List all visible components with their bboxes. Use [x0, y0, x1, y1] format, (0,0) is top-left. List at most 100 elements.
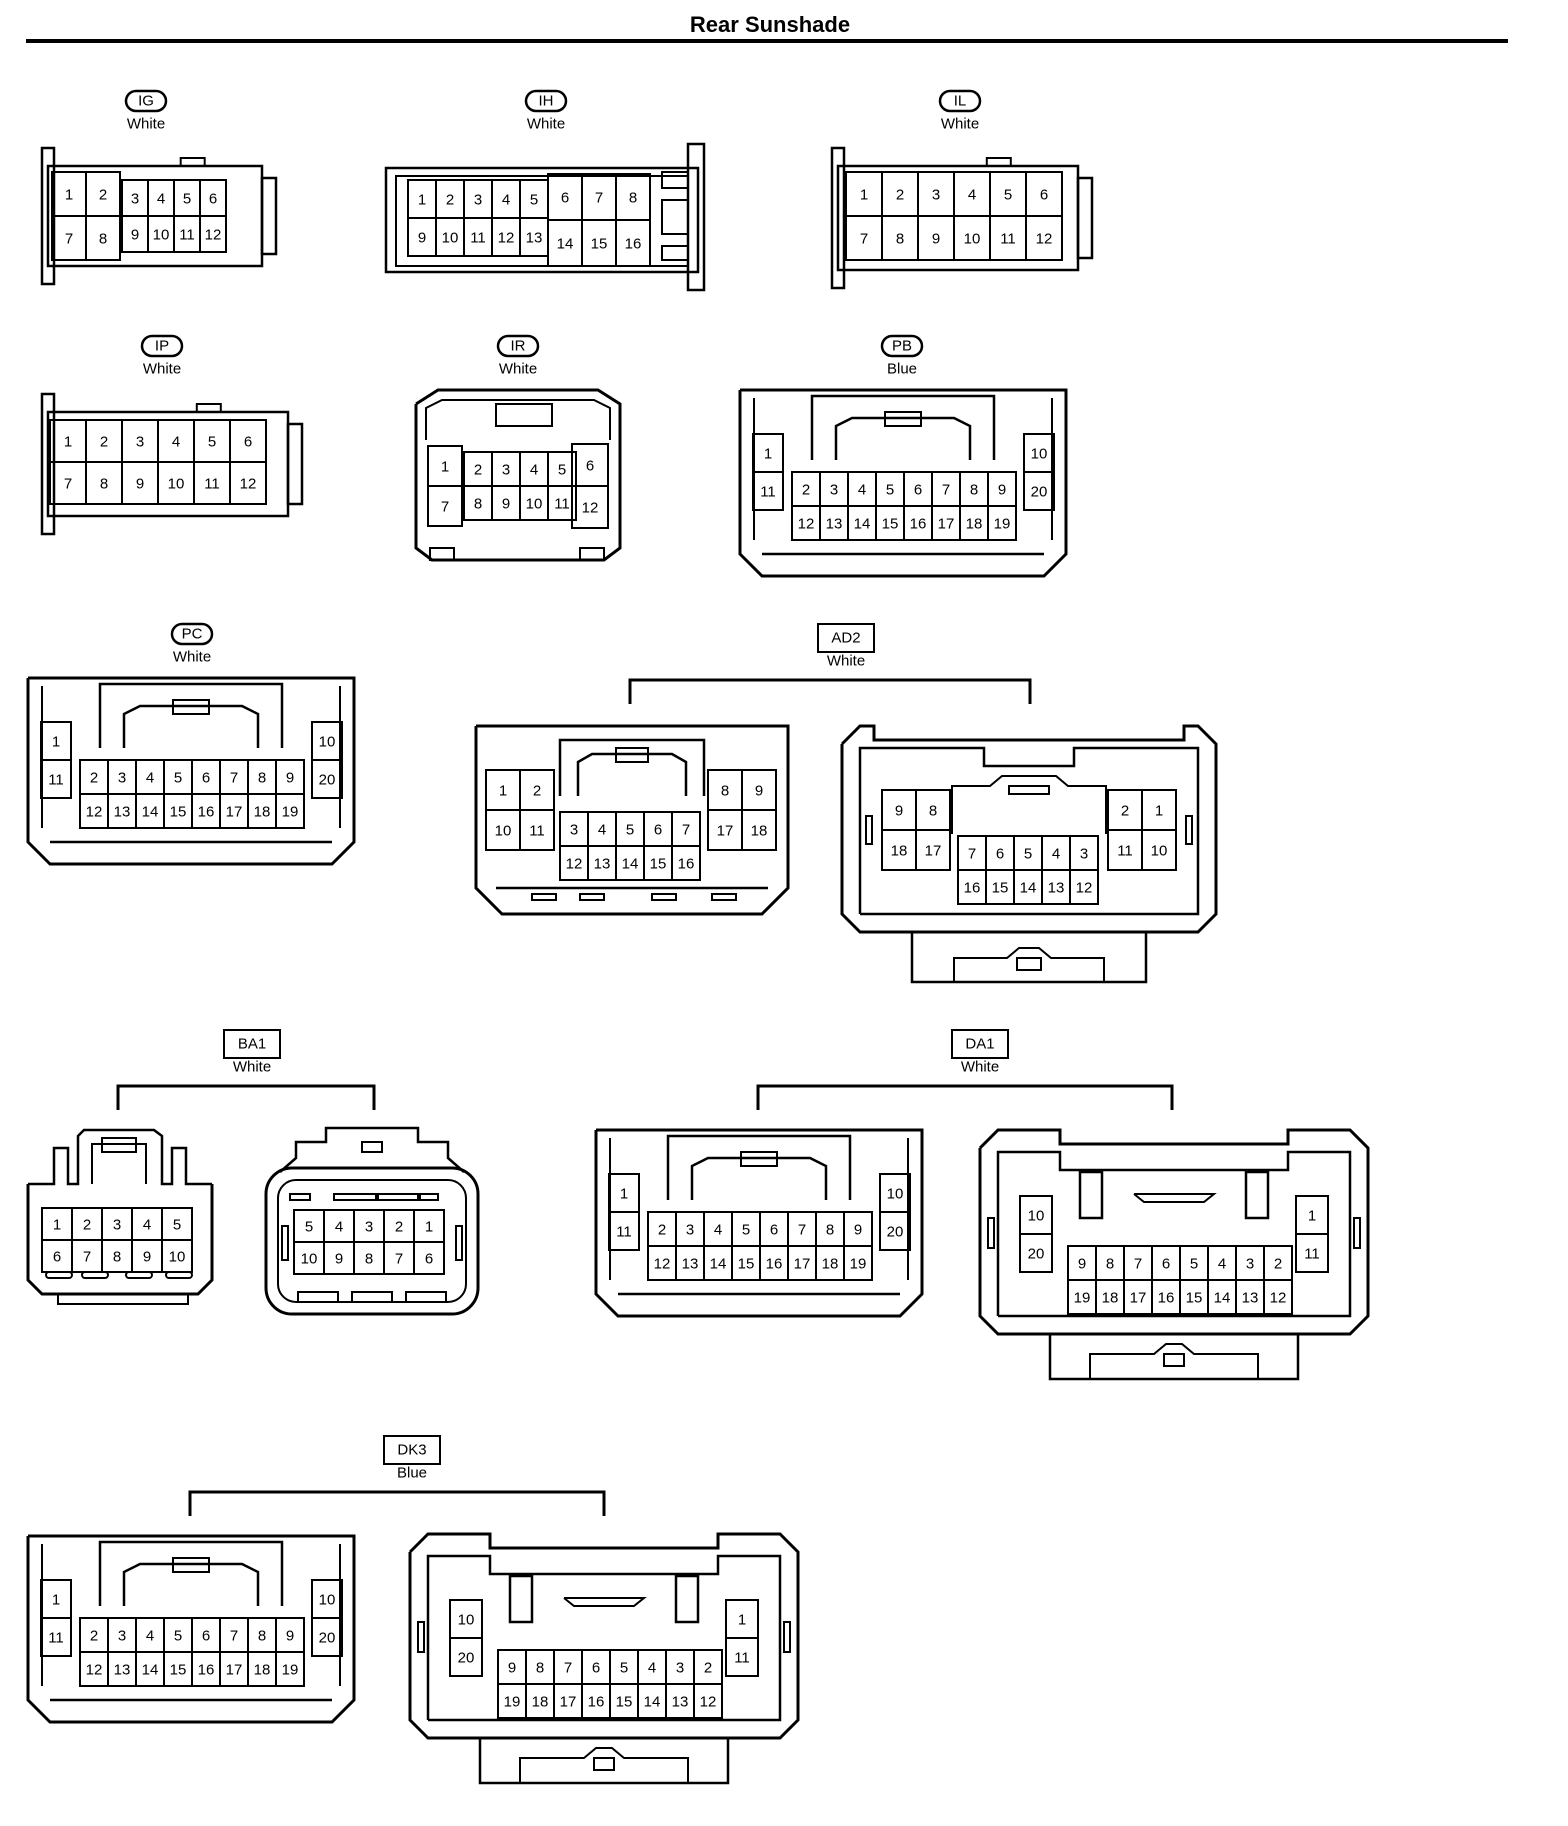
- pin-number: 2: [83, 1217, 91, 1234]
- pin-number: 20: [887, 1224, 904, 1241]
- pin-number: 4: [146, 770, 154, 787]
- pin-cell: [615, 219, 651, 267]
- housing-outline: [26, 676, 356, 866]
- housing-outline: [361, 1141, 383, 1153]
- pin-number: 19: [994, 516, 1011, 533]
- housing-outline: [1076, 176, 1094, 260]
- housing-outline: [286, 422, 304, 506]
- pin-number: 11: [734, 1650, 750, 1667]
- pin-number: 12: [582, 500, 599, 517]
- pin-number: 13: [672, 1694, 689, 1711]
- pin-number: 8: [970, 482, 978, 499]
- pin-number: 17: [226, 1662, 243, 1679]
- pin-cell: [413, 1241, 445, 1275]
- pin-number: 3: [113, 1217, 121, 1234]
- pin-number: 9: [131, 227, 139, 244]
- pin-number: 13: [594, 856, 611, 873]
- pin-number: 3: [686, 1222, 694, 1239]
- pin-number: 2: [446, 192, 454, 209]
- pin-number: 16: [625, 236, 642, 253]
- pin-number: 9: [755, 783, 763, 800]
- housing-outline: [28, 1128, 212, 1186]
- pin-number: 9: [932, 231, 940, 248]
- pin-number: 12: [240, 476, 257, 493]
- pin-number: 9: [143, 1249, 151, 1266]
- pin-number: 11: [48, 772, 64, 789]
- pin-number: 10: [153, 227, 170, 244]
- pin-cell: [1295, 1233, 1329, 1273]
- housing-outline: [593, 1757, 615, 1771]
- pin-number: 16: [1158, 1290, 1175, 1307]
- connector-code: IR: [511, 338, 526, 355]
- pin-number: 19: [504, 1694, 521, 1711]
- pin-number: 3: [502, 462, 510, 479]
- pin-number: 18: [966, 516, 983, 533]
- housing-outline: [405, 1291, 447, 1303]
- pin-number: 10: [301, 1251, 318, 1268]
- housing-outline: [686, 142, 706, 292]
- pin-number: 11: [48, 1630, 64, 1647]
- connector-code: PB: [892, 338, 912, 355]
- pin-number: 1: [860, 187, 868, 204]
- pin-number: 18: [532, 1694, 549, 1711]
- pin-number: 6: [202, 1628, 210, 1645]
- pin-cell: [879, 1211, 911, 1251]
- connector-code: BA1: [238, 1036, 266, 1053]
- housing-outline: [26, 1534, 356, 1724]
- pin-number: 7: [682, 822, 690, 839]
- pin-number: 8: [474, 496, 482, 513]
- pin-number: 17: [925, 843, 942, 860]
- pin-number: 5: [173, 1217, 181, 1234]
- pin-number: 6: [53, 1249, 61, 1266]
- housing-outline: [351, 1291, 393, 1303]
- connector-code: IG: [138, 93, 154, 110]
- pin-number: 20: [1028, 1246, 1045, 1263]
- pin-number: 2: [395, 1219, 403, 1236]
- housing-outline: [91, 1143, 147, 1184]
- pin-cell: [1263, 1279, 1293, 1315]
- housing-outline: [1163, 1353, 1185, 1367]
- pin-number: 8: [365, 1251, 373, 1268]
- pin-number: 17: [226, 804, 243, 821]
- pin-number: 4: [648, 1660, 656, 1677]
- pin-number: 20: [319, 772, 336, 789]
- housing-outline: [615, 747, 649, 763]
- pin-number: 2: [533, 783, 541, 800]
- housing-outline: [951, 775, 1107, 834]
- housing-outline: [425, 399, 611, 440]
- connector-code: IH: [539, 93, 554, 110]
- housing-outline: [579, 893, 605, 901]
- pin-number: 12: [654, 1256, 671, 1273]
- housing-outline: [563, 1597, 647, 1607]
- connector-code: DA1: [965, 1036, 994, 1053]
- pin-number: 20: [319, 1630, 336, 1647]
- pin-number: 13: [114, 1662, 131, 1679]
- pin-cell: [1019, 1233, 1053, 1273]
- housing-outline: [738, 388, 1068, 578]
- pin-cell: [199, 215, 227, 253]
- pin-number: 6: [209, 191, 217, 208]
- housing-outline: [98, 1540, 284, 1606]
- housing-outline: [836, 164, 1080, 272]
- housing-outline: [661, 171, 689, 189]
- pin-number: 8: [258, 1628, 266, 1645]
- pin-number: 10: [168, 476, 185, 493]
- pin-number: 4: [714, 1222, 722, 1239]
- connector-color: White: [527, 116, 565, 133]
- pin-grid: 111: [752, 433, 784, 511]
- connector-color: White: [127, 116, 165, 133]
- connector-code-oval: [524, 89, 568, 113]
- housing-outline: [579, 547, 605, 561]
- connector-code: IL: [954, 93, 967, 110]
- housing-outline: [987, 1217, 995, 1249]
- pin-number: 5: [886, 482, 894, 499]
- housing-outline: [408, 1532, 800, 1740]
- housing-outline: [172, 699, 210, 715]
